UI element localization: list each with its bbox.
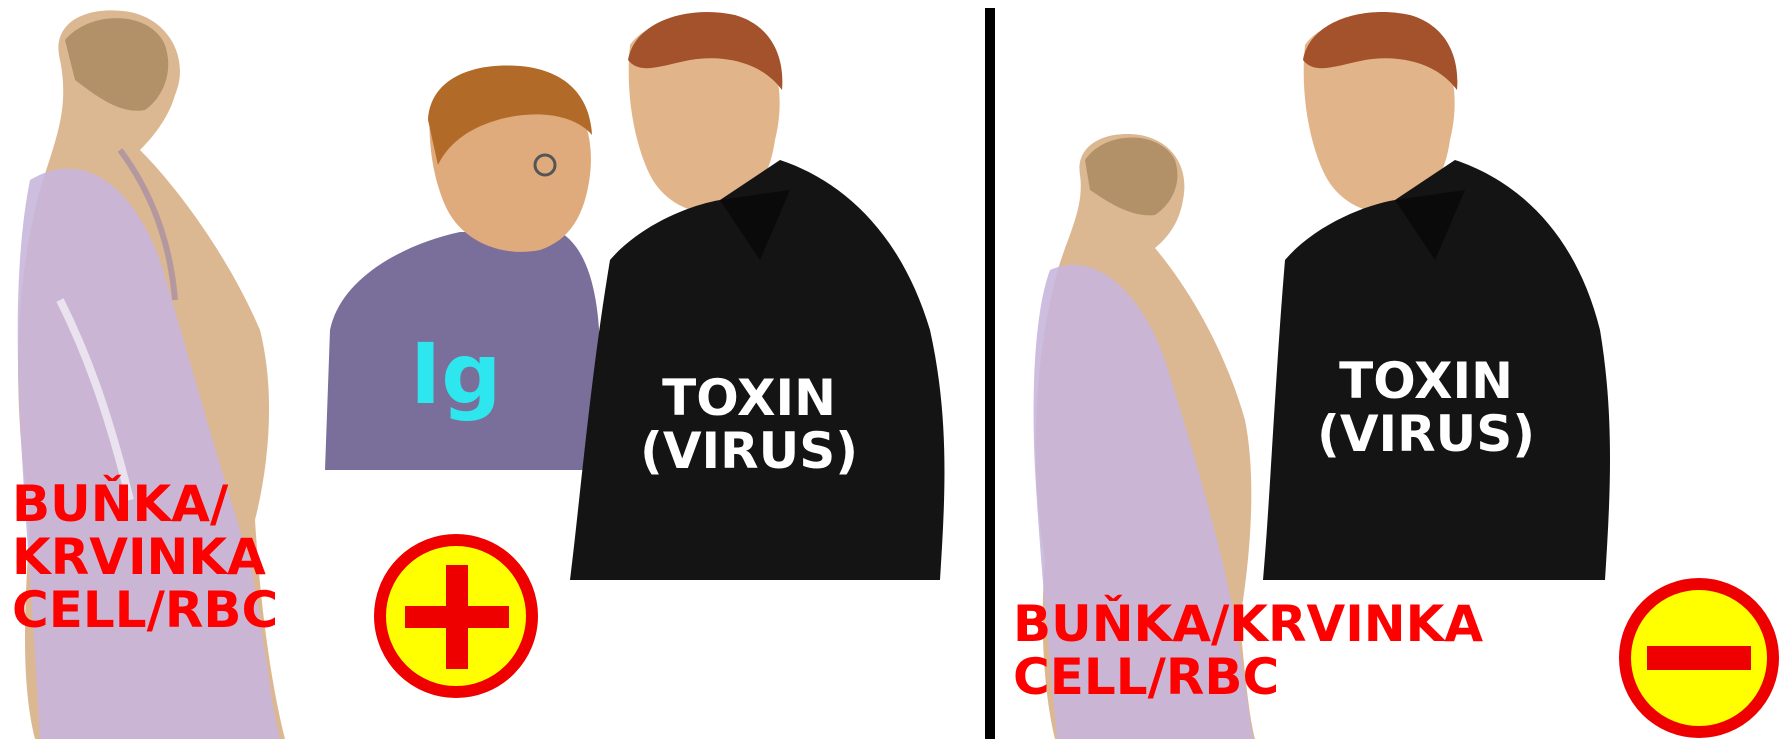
toxin-man-figure-left [570,12,944,580]
panel-right: TOXIN (VIRUS) BUŇKA/KRVINKA CELL/RBC [995,0,1781,739]
toxin-man-figure-right [1263,12,1610,580]
toxin-label-left: TOXIN (VIRUS) [640,372,858,478]
cell-label-left: BUŇKA/ KRVINKA CELL/RBC [12,478,278,637]
ig-label: Ig [410,330,501,419]
cell-label-right: BUŇKA/KRVINKA CELL/RBC [1013,598,1483,704]
panel-left: BUŇKA/ KRVINKA CELL/RBC Ig TOXIN (VIRUS) [0,0,985,739]
panel-divider [985,8,995,739]
toxin-label-right: TOXIN (VIRUS) [1317,355,1535,461]
